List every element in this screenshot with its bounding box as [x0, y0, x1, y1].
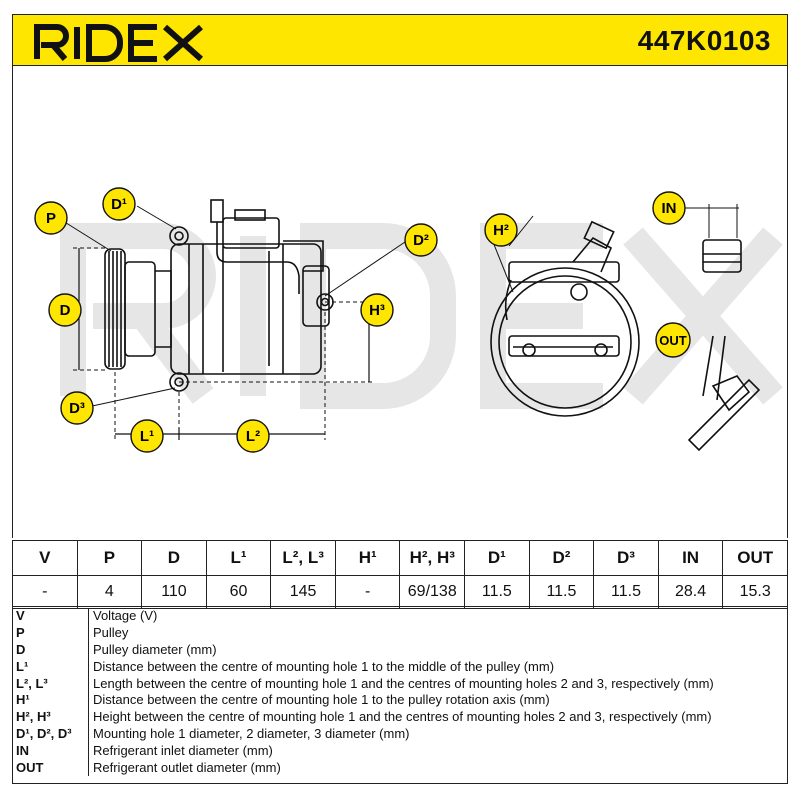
spec-value: 15.3 — [722, 575, 788, 609]
legend-text: Length between the centre of mounting ho… — [93, 675, 714, 691]
spec-header: L², L³ — [270, 540, 336, 576]
spec-header: D² — [528, 540, 595, 576]
legend-text: Distance between the centre of mounting … — [93, 658, 555, 674]
legend-text: Refrigerant inlet diameter (mm) — [93, 742, 273, 758]
badge-h3: H³ — [360, 293, 394, 327]
spec-header: D — [141, 540, 207, 576]
badge-out: OUT — [655, 322, 691, 358]
compressor-drawing: P D¹ D D³ L¹ — [34, 187, 783, 453]
badge-p: P — [34, 201, 68, 235]
legend-symbol: IN — [12, 742, 89, 760]
svg-text:H²: H² — [493, 222, 509, 239]
technical-drawing: P D¹ D D³ L¹ — [12, 66, 788, 538]
legend-symbol: P — [12, 624, 89, 642]
specs-header-row: V P D L¹ L², L³ H¹ H², H³ D¹ D² D³ IN OU… — [12, 540, 788, 576]
svg-text:P: P — [46, 210, 56, 227]
spec-header: IN — [657, 540, 724, 576]
svg-text:L¹: L¹ — [140, 428, 154, 445]
legend-text: Distance between the centre of mounting … — [93, 692, 550, 708]
svg-text:IN: IN — [662, 200, 677, 217]
fittings-view — [673, 204, 761, 452]
spec-value: 28.4 — [657, 575, 724, 609]
spec-value: 4 — [76, 575, 143, 609]
spec-header: P — [76, 540, 143, 576]
spec-header: OUT — [722, 540, 788, 576]
dimension-badges: P D¹ D D³ L¹ — [34, 187, 691, 453]
legend-symbol: L¹ — [12, 658, 89, 676]
svg-text:D²: D² — [413, 232, 429, 249]
svg-text:H³: H³ — [369, 302, 385, 319]
badge-l2: L² — [236, 419, 270, 453]
legend-symbol: V — [12, 608, 89, 625]
svg-text:D: D — [60, 302, 71, 319]
legend-text: Height between the centre of mounting ho… — [93, 709, 712, 725]
spec-header: V — [12, 540, 78, 576]
legend-symbol: H², H³ — [12, 708, 89, 726]
svg-text:D¹: D¹ — [111, 196, 127, 213]
part-number: 447K0103 — [637, 25, 771, 56]
spec-value: 11.5 — [464, 575, 530, 609]
spec-header: H¹ — [334, 540, 401, 576]
badge-d3: D³ — [60, 391, 94, 425]
spec-value: 60 — [205, 575, 272, 609]
svg-text:L²: L² — [246, 428, 260, 445]
badge-h2: H² — [484, 213, 518, 247]
legend-symbol: OUT — [12, 759, 89, 776]
header-bar: 447K0103 — [12, 14, 788, 66]
badge-in: IN — [652, 191, 686, 225]
legend-text: Voltage (V) — [93, 608, 158, 624]
svg-text:OUT: OUT — [659, 333, 687, 348]
legend-symbol: L², L³ — [12, 675, 89, 692]
legend-symbol: H¹ — [12, 691, 89, 709]
spec-value: 11.5 — [528, 575, 595, 609]
legend-text: Refrigerant outlet diameter (mm) — [93, 759, 281, 775]
badge-l1: L¹ — [130, 419, 164, 453]
specs-table: V P D L¹ L², L³ H¹ H², H³ D¹ D² D³ IN OU… — [12, 540, 788, 609]
ridex-logo — [34, 24, 203, 62]
legend-text: Pulley diameter (mm) — [93, 641, 217, 657]
legend-text: Pulley — [93, 625, 129, 641]
compressor-side-view — [62, 199, 406, 440]
compressor-front-view — [490, 215, 640, 417]
badge-d2: D² — [404, 223, 438, 257]
badge-d: D — [48, 293, 82, 327]
spec-header: D³ — [593, 540, 659, 576]
legend-symbol: D¹, D², D³ — [12, 725, 89, 743]
legend-text: Mounting hole 1 diameter, 2 diameter, 3 … — [93, 725, 410, 741]
spec-value: 69/138 — [399, 575, 466, 609]
spec-header: D¹ — [464, 540, 530, 576]
spec-value: - — [12, 575, 78, 609]
spec-value: 110 — [141, 575, 207, 609]
spec-header: H², H³ — [399, 540, 466, 576]
spec-value: 11.5 — [593, 575, 659, 609]
badge-d1: D¹ — [102, 187, 136, 221]
ridex-watermark — [60, 223, 783, 409]
spec-value: - — [334, 575, 401, 609]
spec-header: L¹ — [205, 540, 272, 576]
spec-value: 145 — [270, 575, 336, 609]
specs-value-row: - 4 110 60 145 - 69/138 11.5 11.5 11.5 2… — [12, 575, 788, 609]
svg-text:D³: D³ — [69, 400, 85, 417]
legend-symbol: D — [12, 641, 89, 659]
